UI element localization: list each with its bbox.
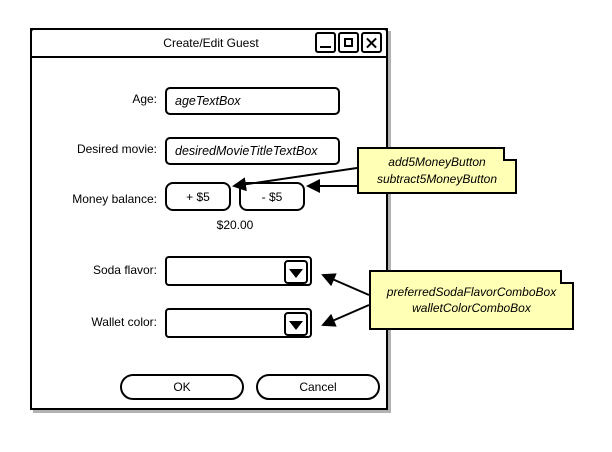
ok-button[interactable]: OK xyxy=(120,374,244,400)
money-balance-value: $20.00 xyxy=(216,218,254,232)
close-icon[interactable] xyxy=(361,32,382,53)
minimize-icon[interactable] xyxy=(315,32,336,53)
preferred-soda-flavor-combobox[interactable] xyxy=(165,256,312,286)
note-line: walletColorComboBox xyxy=(412,301,531,315)
wallet-color-combobox[interactable] xyxy=(165,308,312,338)
create-edit-guest-window: Create/Edit Guest Age: ageTextBox Desire… xyxy=(30,28,388,410)
money-buttons-note: add5MoneyButton subtract5MoneyButton xyxy=(357,147,517,194)
combobox-note: preferredSodaFlavorComboBox walletColorC… xyxy=(369,270,574,330)
window-titlebar[interactable]: Create/Edit Guest xyxy=(30,28,388,58)
money-balance-label: Money balance: xyxy=(72,192,157,206)
add-5-money-button[interactable]: + $5 xyxy=(165,182,231,211)
age-label: Age: xyxy=(132,92,157,106)
desired-movie-label: Desired movie: xyxy=(76,142,157,156)
chevron-down-icon[interactable] xyxy=(284,260,308,284)
age-textbox[interactable]: ageTextBox xyxy=(165,87,340,115)
note-fold-corner xyxy=(503,147,517,161)
chevron-down-icon[interactable] xyxy=(284,312,308,336)
maximize-icon[interactable] xyxy=(338,32,359,53)
note-line: subtract5MoneyButton xyxy=(376,171,498,186)
note-fold-corner xyxy=(560,270,574,284)
wallet-color-label: Wallet color: xyxy=(91,315,157,329)
subtract-5-money-button[interactable]: - $5 xyxy=(239,182,305,211)
window-title: Create/Edit Guest xyxy=(163,36,259,50)
note-line: preferredSodaFlavorComboBox xyxy=(386,284,557,299)
window-controls xyxy=(315,32,382,53)
desired-movie-textbox[interactable]: desiredMovieTitleTextBox xyxy=(165,137,340,165)
cancel-button[interactable]: Cancel xyxy=(256,374,380,400)
note-line: add5MoneyButton xyxy=(388,155,486,170)
soda-flavor-label: Soda flavor: xyxy=(92,263,157,277)
